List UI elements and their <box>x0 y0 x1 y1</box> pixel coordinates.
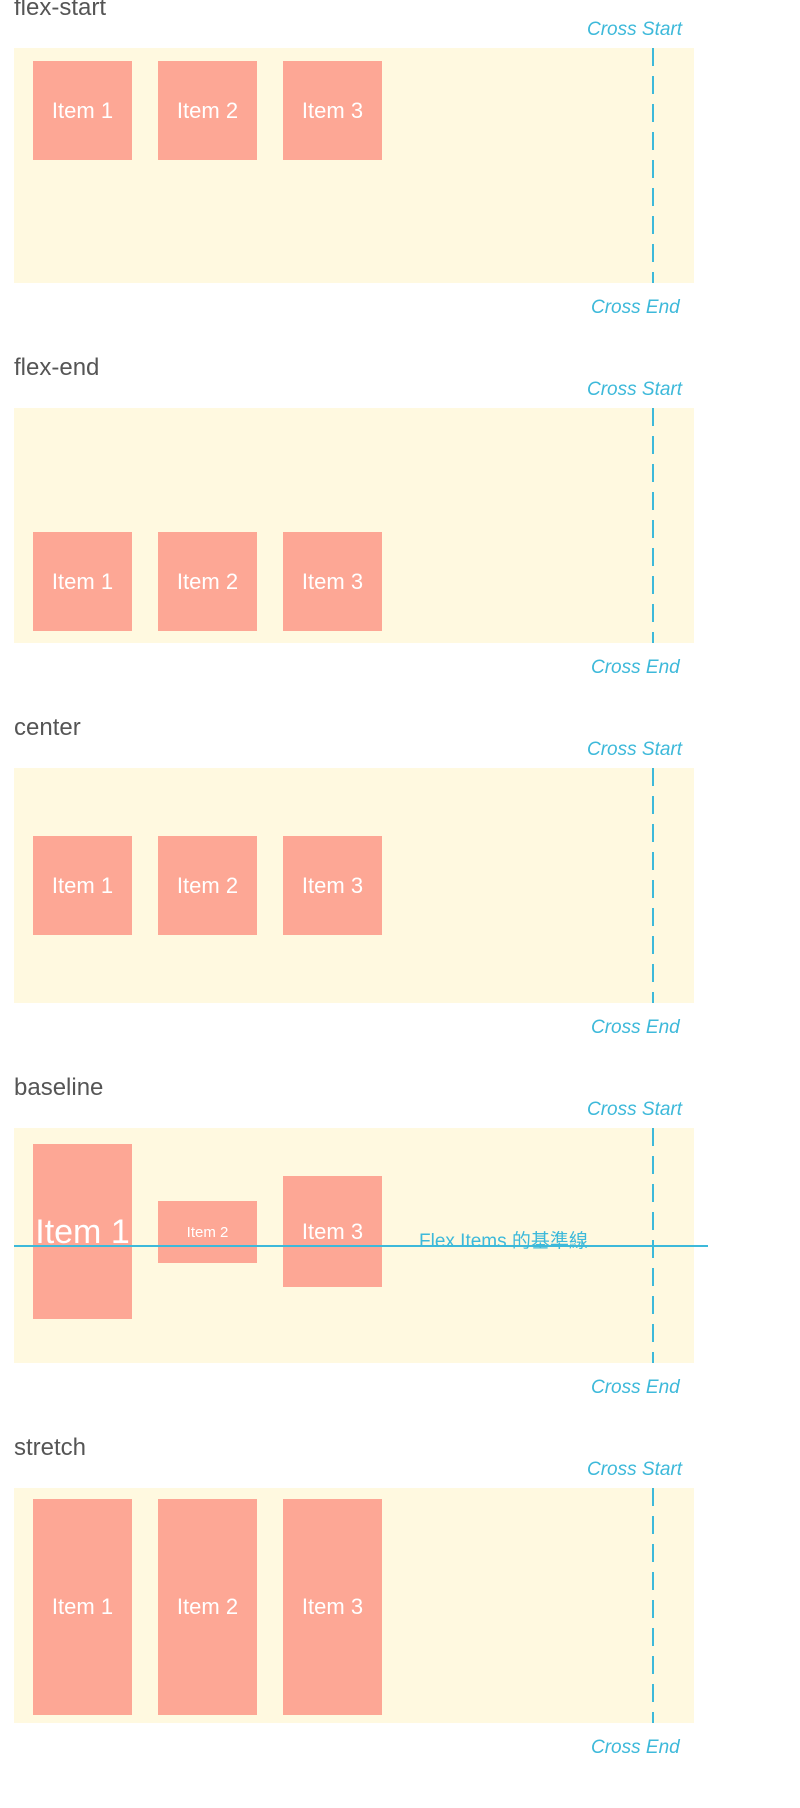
flex-item: Item 3 <box>283 1176 382 1287</box>
cross-start-label: Cross Start <box>587 1099 683 1120</box>
baseline-label: Flex Items 的基準線 <box>419 1231 588 1252</box>
baseline-line <box>14 1245 708 1247</box>
section-title: flex-end <box>14 354 100 381</box>
cross-axis-line <box>652 48 654 283</box>
cross-end-label: Cross End <box>591 297 680 318</box>
cross-start-label: Cross Start <box>587 19 683 40</box>
flex-container: Item 1 Item 2 Item 3 Flex Items 的基準線 <box>14 1128 708 1363</box>
section-center: center Cross Start Item 1 Item 2 Item 3 … <box>0 716 800 1080</box>
section-flex-end: flex-end Cross Start Item 1 Item 2 Item … <box>0 356 800 720</box>
flex-container: Item 1 Item 2 Item 3 <box>14 1488 694 1723</box>
flex-item: Item 2 <box>158 1201 257 1263</box>
section-stretch: stretch Cross Start Item 1 Item 2 Item 3… <box>0 1436 800 1800</box>
cross-end-label: Cross End <box>591 1017 680 1038</box>
cross-end-label: Cross End <box>591 1737 680 1758</box>
flex-item: Item 1 <box>33 1144 132 1319</box>
flex-container: Item 1 Item 2 Item 3 <box>14 408 694 643</box>
section-title: flex-start <box>14 0 107 21</box>
flex-container: Item 1 Item 2 Item 3 <box>14 48 694 283</box>
flex-item: Item 3 <box>283 836 382 935</box>
flex-item: Item 2 <box>158 1499 257 1715</box>
flex-item: Item 1 <box>33 61 132 160</box>
cross-axis-line <box>652 1488 654 1723</box>
section-flex-start: flex-start Cross Start Item 1 Item 2 Ite… <box>0 0 800 360</box>
cross-start-label: Cross Start <box>587 379 683 400</box>
cross-end-label: Cross End <box>591 1377 680 1398</box>
section-title: stretch <box>14 1434 87 1461</box>
flex-item: Item 1 <box>33 836 132 935</box>
flex-item: Item 2 <box>158 61 257 160</box>
cross-axis-line <box>652 768 654 1003</box>
section-baseline: baseline Cross Start Item 1 Item 2 Item … <box>0 1076 800 1440</box>
flex-item: Item 2 <box>158 836 257 935</box>
section-title: center <box>14 714 81 741</box>
flex-item: Item 3 <box>283 1499 382 1715</box>
cross-start-label: Cross Start <box>587 739 683 760</box>
flex-item: Item 2 <box>158 532 257 631</box>
cross-end-label: Cross End <box>591 657 680 678</box>
flex-item: Item 3 <box>283 61 382 160</box>
flex-item: Item 3 <box>283 532 382 631</box>
cross-start-label: Cross Start <box>587 1459 683 1480</box>
flex-container: Item 1 Item 2 Item 3 <box>14 768 694 1003</box>
section-title: baseline <box>14 1074 104 1101</box>
flex-item: Item 1 <box>33 1499 132 1715</box>
flex-item: Item 1 <box>33 532 132 631</box>
cross-axis-line <box>652 408 654 643</box>
